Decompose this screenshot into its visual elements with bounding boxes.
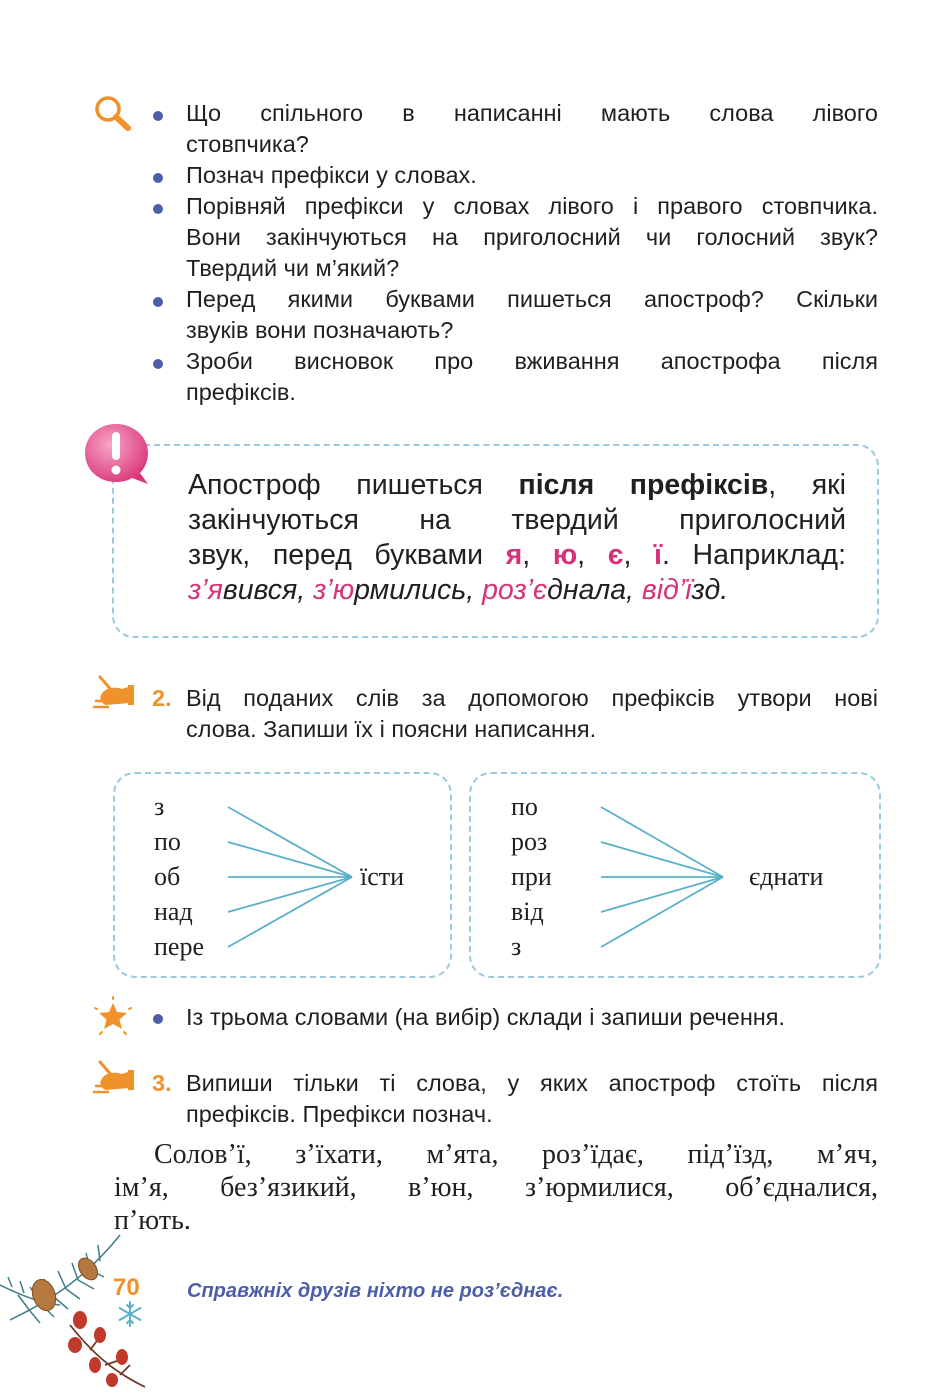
prefix-item: по: [154, 827, 181, 856]
rule-line-3: звук, перед буквами я, ю, є, ї. Наприкла…: [188, 539, 846, 571]
root-word: єднати: [749, 862, 824, 891]
writing-hand-icon: [92, 673, 136, 711]
word-box-right: [469, 772, 881, 978]
question-1: Що спільного в написанні мають слова лів…: [186, 100, 878, 157]
rule-line-1: Апостроф пишеться після префіксів, які: [188, 469, 846, 501]
prefix-item: пере: [154, 932, 204, 961]
footer-proverb: Справжніх друзів ніхто не роз’єднає.: [187, 1280, 564, 1302]
bullet: [153, 359, 163, 369]
bullet: [153, 1014, 163, 1024]
page-number: 70: [113, 1274, 140, 1301]
root-word: їсти: [360, 862, 405, 891]
rule-box: [112, 444, 879, 638]
prefix-item: з: [154, 792, 165, 821]
pine-branch-decoration: [0, 1234, 146, 1388]
snowflake-icon: [116, 1300, 144, 1328]
question-2: Познач префікси у словах.: [186, 162, 477, 188]
prefix-item: від: [511, 897, 544, 926]
prefix-item: при: [511, 862, 552, 891]
prefix-item: з: [511, 932, 522, 961]
task-number: 3.: [152, 1070, 172, 1096]
star-icon: [92, 996, 134, 1038]
star-task-text: Із трьома словами (на вибір) склади і за…: [186, 1004, 786, 1030]
prefix-item: над: [154, 897, 193, 926]
bullet: [153, 173, 163, 183]
task-2: 2. Від поданих слів за допомогою префікс…: [152, 685, 878, 742]
task-3: 3. Випиши тільки ті слова, у яких апостр…: [152, 1070, 878, 1127]
word-box-left: [113, 772, 452, 978]
rule-examples: з’явився, з’юрмились, роз’єднала, від’їз…: [188, 574, 729, 606]
question-5: Зроби висновок про вживання апострофа пі…: [186, 348, 878, 405]
rule-text: Апостроф пишеться після префіксів, які з…: [188, 468, 846, 608]
prefix-item: роз: [511, 827, 548, 856]
rule-line-2: закінчуються на твердий приголосний: [188, 504, 846, 536]
exclamation-icon: [82, 420, 154, 488]
connector-lines-right: [600, 806, 724, 948]
task-3-words: Солов’ї, з’їхати, м’ята, роз’їдає, під’ї…: [114, 1139, 878, 1236]
prefix-item: об: [154, 862, 181, 891]
task-number: 2.: [152, 685, 172, 711]
question-3: Порівняй префікси у словах лівого і прав…: [186, 193, 878, 281]
bullet: [153, 297, 163, 307]
writing-hand-icon: [92, 1058, 136, 1096]
question-4: Перед якими буквами пишеться апостроф? С…: [186, 286, 878, 343]
bullet: [153, 204, 163, 214]
magnifier-icon: [92, 94, 136, 134]
prefix-item: по: [511, 792, 538, 821]
connector-lines-left: [227, 806, 353, 948]
bullet: [153, 111, 163, 121]
question-list: Що спільного в написанні мають слова лів…: [186, 98, 878, 408]
